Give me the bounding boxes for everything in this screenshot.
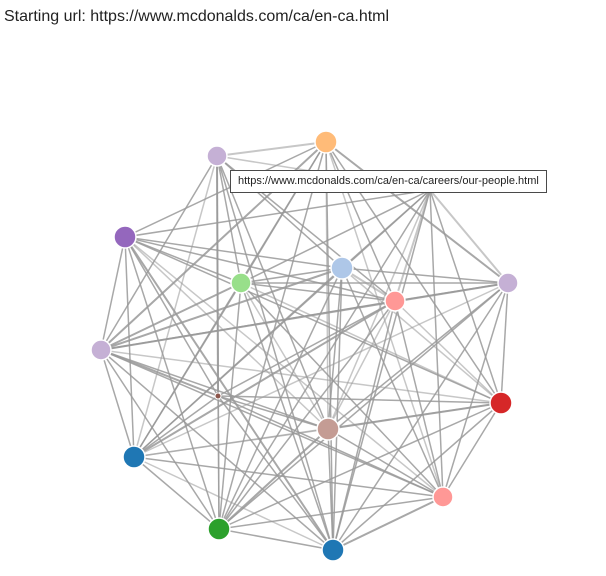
graph-edge xyxy=(133,282,509,458)
graph-edge xyxy=(341,267,509,284)
graph-edge xyxy=(327,428,334,551)
graph-edge xyxy=(218,282,509,530)
graph-edge xyxy=(216,141,327,157)
graph-edge xyxy=(100,267,343,351)
graph-edge xyxy=(124,236,334,551)
graph-node[interactable] xyxy=(314,130,338,154)
graph-edge xyxy=(429,189,502,404)
graph-edge xyxy=(394,300,444,498)
graph-edge xyxy=(332,496,444,551)
graph-edge xyxy=(100,236,126,351)
graph-edge xyxy=(240,282,502,404)
graph-edge xyxy=(100,349,135,458)
graph-node[interactable] xyxy=(206,145,228,167)
graph-node[interactable] xyxy=(214,392,222,400)
graph-edge xyxy=(332,267,343,551)
graph-edge xyxy=(216,155,242,284)
graph-edge xyxy=(332,282,509,551)
graph-edge xyxy=(500,282,509,404)
graph-edge xyxy=(442,402,502,498)
graph-edge xyxy=(124,236,396,302)
graph-edge xyxy=(100,349,502,404)
graph-edge xyxy=(218,189,431,530)
graph-edge xyxy=(240,189,431,284)
graph-edge xyxy=(124,141,327,238)
graph-node[interactable] xyxy=(330,256,354,280)
graph-edge xyxy=(240,267,343,284)
graph-edge xyxy=(133,428,329,458)
graph-edge xyxy=(124,236,220,530)
graph-edge xyxy=(133,155,218,458)
graph-edge xyxy=(133,456,444,498)
graph-edge xyxy=(327,428,444,498)
graph-edge xyxy=(217,395,502,404)
graph-node[interactable] xyxy=(122,445,146,469)
graph-edge xyxy=(216,155,219,397)
graph-edge xyxy=(124,236,343,269)
graph-edge xyxy=(100,349,444,498)
graph-edge xyxy=(217,395,329,430)
graph-edge xyxy=(217,395,220,530)
graph-edge xyxy=(327,300,396,430)
graph-edge xyxy=(325,141,396,302)
graph-node[interactable] xyxy=(230,272,252,294)
graph-node[interactable] xyxy=(497,272,519,294)
graph-edge xyxy=(218,402,502,530)
graph-edge xyxy=(240,282,444,498)
graph-edge xyxy=(217,395,334,551)
graph-node[interactable] xyxy=(432,486,454,508)
graph-edge xyxy=(332,402,502,551)
graph-edge xyxy=(327,282,509,430)
graph-edge xyxy=(394,189,431,302)
graph-node[interactable] xyxy=(384,290,406,312)
graph-edge xyxy=(327,189,431,430)
graph-edge xyxy=(218,428,329,530)
graph-edge xyxy=(442,282,509,498)
graph-node[interactable] xyxy=(316,417,340,441)
graph-edge xyxy=(217,395,444,498)
graph-edge xyxy=(216,155,334,551)
graph-edge xyxy=(133,456,220,530)
graph-edge xyxy=(325,141,509,284)
graph-edge xyxy=(429,189,444,498)
node-url-tooltip: https://www.mcdonalds.com/ca/en-ca/caree… xyxy=(230,170,547,193)
graph-edge xyxy=(124,236,242,284)
graph-node[interactable] xyxy=(207,517,231,541)
graph-edge xyxy=(100,349,219,397)
graph-node[interactable] xyxy=(90,339,112,361)
graph-edge xyxy=(218,496,444,530)
graph-edge xyxy=(341,189,431,269)
graph-edge xyxy=(124,236,135,458)
graph-edge xyxy=(100,155,218,351)
starting-url-label: Starting url: https://www.mcdonalds.com/… xyxy=(4,8,390,25)
graph-edge xyxy=(217,300,396,397)
graph-edge xyxy=(124,236,329,430)
graph-edge xyxy=(218,528,334,551)
graph-edge xyxy=(133,456,334,551)
graph-edge xyxy=(100,282,242,351)
graph-node[interactable] xyxy=(489,391,513,415)
graph-edge xyxy=(133,300,396,458)
graph-edge xyxy=(341,267,502,404)
graph-edge xyxy=(124,189,431,238)
graph-edge xyxy=(341,267,444,498)
graph-edge xyxy=(332,300,396,551)
graph-nodes[interactable] xyxy=(90,130,519,562)
graph-edge xyxy=(133,395,219,458)
graph-node[interactable] xyxy=(321,538,345,562)
graph-edge xyxy=(100,349,334,551)
graph-node[interactable] xyxy=(113,225,137,249)
graph-edge xyxy=(429,189,509,284)
graph-edge xyxy=(100,282,509,351)
graph-edge xyxy=(332,189,431,551)
graph-edge xyxy=(240,282,329,430)
graph-edge xyxy=(394,300,502,404)
graph-edge xyxy=(100,349,220,530)
